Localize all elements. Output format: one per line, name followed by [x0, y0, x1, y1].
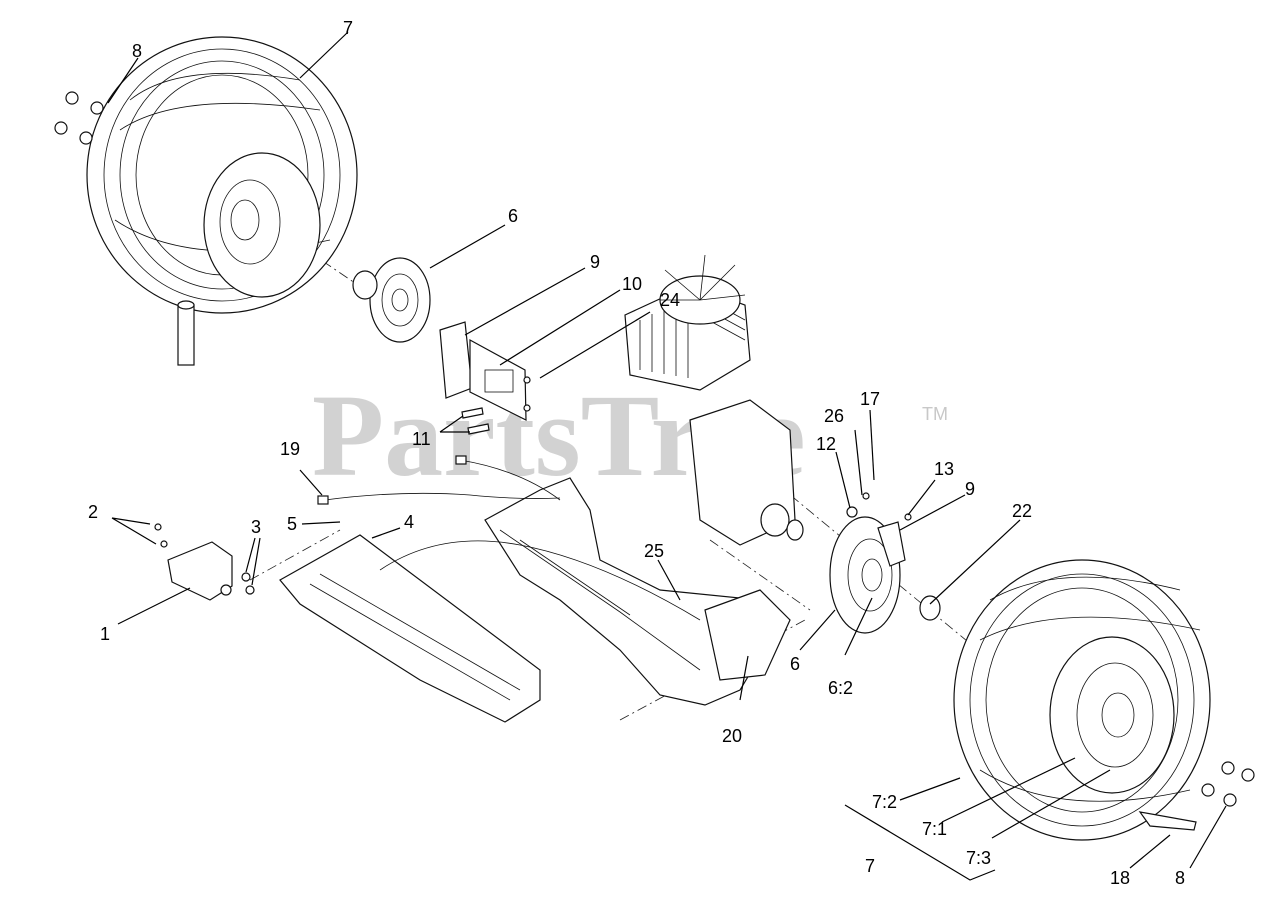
callouts: 7 8 6 9 10 24 11 19 2 3 5 4 1 25 20 12 2… [88, 18, 1185, 888]
watermark-trademark: TM [922, 404, 948, 424]
callout-17: 17 [860, 389, 880, 409]
callout-8-upper: 8 [132, 41, 142, 61]
callout-2: 2 [88, 502, 98, 522]
caster-assembly [154, 300, 255, 601]
callout-6-upper: 6 [508, 206, 518, 226]
callout-22: 22 [1012, 501, 1032, 521]
callout-7-upper: 7 [343, 18, 353, 38]
lug-nuts-lower [1201, 761, 1255, 807]
callout-3: 3 [251, 517, 261, 537]
callout-13: 13 [934, 459, 954, 479]
callout-8-lower: 8 [1175, 868, 1185, 888]
callout-7-1: 7:1 [922, 819, 947, 839]
chassis-frame [279, 477, 791, 723]
callout-4: 4 [404, 512, 414, 532]
callout-9-lower: 9 [965, 479, 975, 499]
callout-6-lower: 6 [790, 654, 800, 674]
hub-upper [352, 257, 431, 343]
callout-20: 20 [722, 726, 742, 746]
callout-6-2: 6:2 [828, 678, 853, 698]
transaxle-assembly [624, 254, 804, 546]
rear-wheel-right [953, 559, 1211, 841]
brake-bracket [439, 321, 531, 435]
leader-lines [107, 31, 1227, 881]
callout-11: 11 [412, 429, 431, 449]
callout-24: 24 [660, 290, 680, 310]
callout-10: 10 [622, 274, 642, 294]
cables [317, 455, 701, 621]
lug-nuts-upper [54, 91, 104, 145]
callout-12: 12 [816, 434, 836, 454]
callout-18: 18 [1110, 868, 1130, 888]
hub-lower [829, 492, 941, 634]
callout-19: 19 [280, 439, 300, 459]
callout-25: 25 [644, 541, 664, 561]
callout-5: 5 [287, 514, 297, 534]
callout-1: 1 [100, 624, 110, 644]
callout-26: 26 [824, 406, 844, 426]
rear-wheel-left [86, 36, 358, 314]
callout-7-2: 7:2 [872, 792, 897, 812]
callout-9-upper: 9 [590, 252, 600, 272]
callout-7-3: 7:3 [966, 848, 991, 868]
callout-7-lower: 7 [865, 856, 875, 876]
